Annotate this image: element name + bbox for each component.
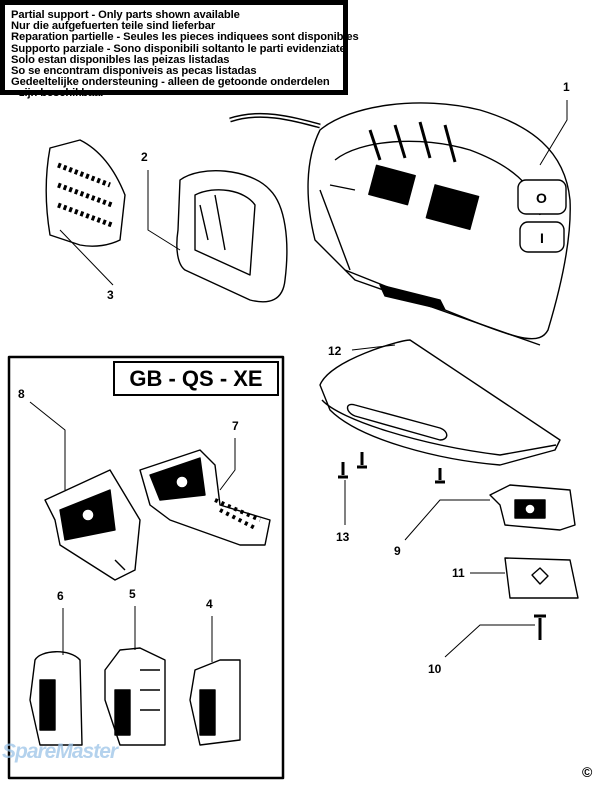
part-12-base-plate [319,339,561,466]
callout-12: 12 [328,344,342,358]
notice-line: Solo estan disponibles las peizas listad… [11,53,230,66]
notice-line: Nur die aufgefuerten teile sind lieferba… [11,20,216,33]
part-11-pad [504,557,579,599]
part-5-sleeve [104,647,166,746]
notice-line: Gedeeltelijke ondersteuning - alleen de … [11,76,330,89]
callout-1: 1 [563,80,570,94]
part-7-finger-attachment [139,449,271,546]
callout-5: 5 [129,587,136,601]
svg-text:I: I [540,230,544,246]
part-8-attachment [44,469,141,581]
accessory-panel-frame [7,355,285,780]
part-13-screws [338,452,445,484]
callout-2: 2 [141,150,148,164]
callout-8: 8 [18,387,25,401]
watermark-logo: SpareMaster [2,740,118,763]
callout-10: 10 [428,662,442,676]
part-10-screw [534,614,546,640]
part-3-filter [45,139,126,247]
part-9-pad-holder [489,484,576,531]
callout-4: 4 [206,597,213,611]
part-4-sleeve [189,659,241,746]
partial-support-notice: Partial support - Only parts shown avail… [0,0,359,99]
part-2-dust-box [176,170,288,303]
callout-13: 13 [336,530,350,544]
region-code-label: GB - QS - XE [113,361,279,396]
part-6-sleeve [29,651,83,746]
copyright-symbol: © [582,764,593,780]
notice-line: Reparation partielle - Seules les pieces… [11,31,359,44]
callout-3: 3 [107,288,114,302]
notice-line: zijn beschikbaar [19,87,105,100]
notice-line: Supporto parziale - Sono disponibili sol… [11,42,346,55]
part-1-sander-body: O I [229,102,571,346]
svg-text:O: O [536,190,547,206]
callout-11: 11 [452,566,465,580]
notice-line: Partial support - Only parts shown avail… [11,9,240,21]
leader-lines [29,100,568,662]
notice-line: So se encontram disponiveis as pecas lis… [11,65,257,78]
callout-6: 6 [57,589,64,603]
callout-9: 9 [394,544,401,558]
callout-7: 7 [232,419,239,433]
